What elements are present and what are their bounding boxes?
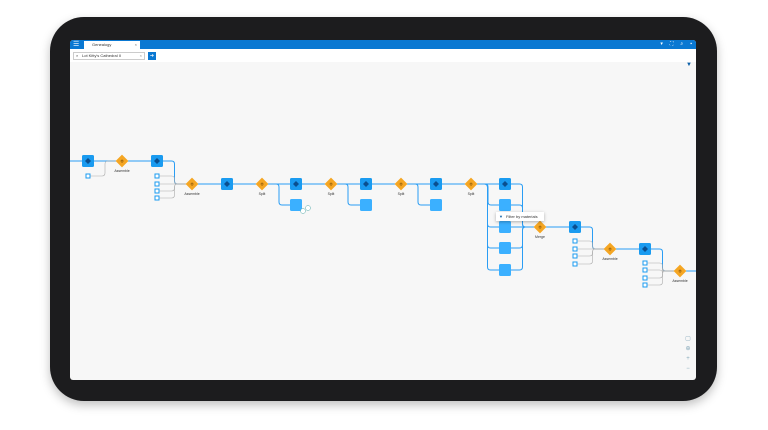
lot-node[interactable] — [642, 267, 648, 273]
lot-node[interactable] — [154, 173, 160, 179]
operation-label: Assemble — [114, 169, 129, 173]
search-button[interactable]: ➜ — [148, 52, 156, 60]
lot-node[interactable] — [642, 275, 648, 281]
material-icon — [433, 181, 439, 187]
zoom-out-icon[interactable]: − — [686, 366, 690, 372]
search-value: Lot Kitty's Cathedral II — [82, 53, 122, 58]
edge — [645, 270, 680, 286]
edge — [331, 183, 365, 206]
edge — [575, 248, 610, 265]
lot-node[interactable] — [572, 246, 578, 252]
operation-label: Assemble — [672, 279, 687, 283]
lot-node[interactable] — [154, 195, 160, 201]
lot-node[interactable] — [154, 181, 160, 187]
material-icon — [154, 158, 160, 164]
material-icon — [293, 181, 299, 187]
chat-icon[interactable]: ▪ — [690, 41, 692, 47]
tab-genealogy[interactable]: Genealogy × — [84, 41, 140, 49]
operation-label: Assemble — [602, 257, 617, 261]
operation-node[interactable] — [394, 177, 408, 191]
material-node[interactable] — [290, 199, 302, 211]
filter-icon[interactable]: ▼ — [686, 62, 692, 68]
genealogy-graph: ⚙ Assemble ⚙ Assemble ⚙ Split ⚙ Split ⚙ Split ⚙ Spl… — [70, 154, 696, 288]
app-screen: ☰ Genealogy× ▾ ⛶ ⌕ ▪ ⌕Lot Kitty's Cathed… — [70, 40, 696, 380]
fullscreen-icon[interactable]: ⛶ — [669, 41, 674, 47]
material-node[interactable] — [499, 264, 511, 276]
lot-node[interactable] — [85, 173, 91, 179]
operation-label: Assemble — [184, 192, 199, 196]
material-icon — [85, 158, 91, 164]
expand-node-icon[interactable] — [305, 205, 311, 211]
edge — [470, 183, 505, 271]
material-icon — [363, 181, 369, 187]
operation-label: Split — [328, 192, 335, 196]
operation-node[interactable] — [115, 154, 129, 168]
center-icon[interactable]: ⊕ — [685, 346, 691, 352]
operation-icon: ⚙ — [190, 182, 194, 187]
operation-icon: ⚙ — [120, 159, 124, 164]
zoom-in-icon[interactable]: + — [686, 356, 690, 362]
operation-label: Split — [468, 192, 475, 196]
operation-icon: ⚙ — [260, 182, 264, 187]
menu-icon[interactable]: ☰ — [73, 41, 80, 48]
collapse-node-icon[interactable] — [300, 208, 306, 214]
operation-node[interactable] — [464, 177, 478, 191]
search-icon: ⌕ — [76, 53, 79, 58]
edge — [645, 267, 680, 274]
lot-node[interactable] — [642, 282, 648, 288]
operation-label: Split — [259, 192, 266, 196]
fit-icon[interactable]: ▢ — [685, 336, 691, 342]
filter-icon: ▼ — [499, 214, 503, 219]
edge — [262, 183, 296, 206]
material-icon — [224, 181, 230, 187]
operation-icon: ⚙ — [538, 225, 542, 230]
operation-icon: ⚙ — [329, 182, 333, 187]
material-icon — [572, 224, 578, 230]
edge — [88, 160, 122, 177]
search-row: ⌕Lot Kitty's Cathedral II × ➜ ▼ — [70, 49, 696, 68]
operation-icon: ⚙ — [608, 247, 612, 252]
tooltip: ▼Filter by materials — [496, 212, 544, 221]
lot-node[interactable] — [642, 260, 648, 266]
operation-icon: ⚙ — [469, 182, 473, 187]
material-node[interactable] — [430, 199, 442, 211]
clear-icon[interactable]: × — [139, 53, 142, 58]
lot-node[interactable] — [572, 253, 578, 259]
material-icon — [502, 181, 508, 187]
material-node[interactable] — [499, 221, 511, 233]
search-icon[interactable]: ⌕ — [680, 41, 684, 47]
operation-label: Split — [398, 192, 405, 196]
edge — [505, 226, 540, 271]
material-icon — [642, 246, 648, 252]
edge — [401, 183, 435, 206]
lot-node[interactable] — [572, 261, 578, 267]
material-node[interactable] — [499, 242, 511, 254]
tab-label: Genealogy — [92, 42, 112, 47]
search-input[interactable]: ⌕Lot Kitty's Cathedral II × — [73, 52, 145, 60]
operation-icon: ⚙ — [678, 269, 682, 274]
operation-node[interactable] — [255, 177, 269, 191]
zoom-controls: ▢ ⊕ + − — [684, 336, 692, 373]
edge — [157, 183, 192, 199]
chevron-down-icon[interactable]: ▾ — [660, 41, 663, 47]
top-bar: ☰ Genealogy × ▾ ⛶ ⌕ ▪ — [70, 40, 696, 49]
material-node[interactable] — [499, 199, 511, 211]
lot-node[interactable] — [572, 238, 578, 244]
operation-icon: ⚙ — [399, 182, 403, 187]
operation-node[interactable] — [324, 177, 338, 191]
operation-label: Merge — [535, 235, 545, 239]
lot-node[interactable] — [154, 188, 160, 194]
close-icon[interactable]: × — [134, 42, 137, 47]
material-node[interactable] — [360, 199, 372, 211]
operation-node[interactable] — [185, 177, 199, 191]
